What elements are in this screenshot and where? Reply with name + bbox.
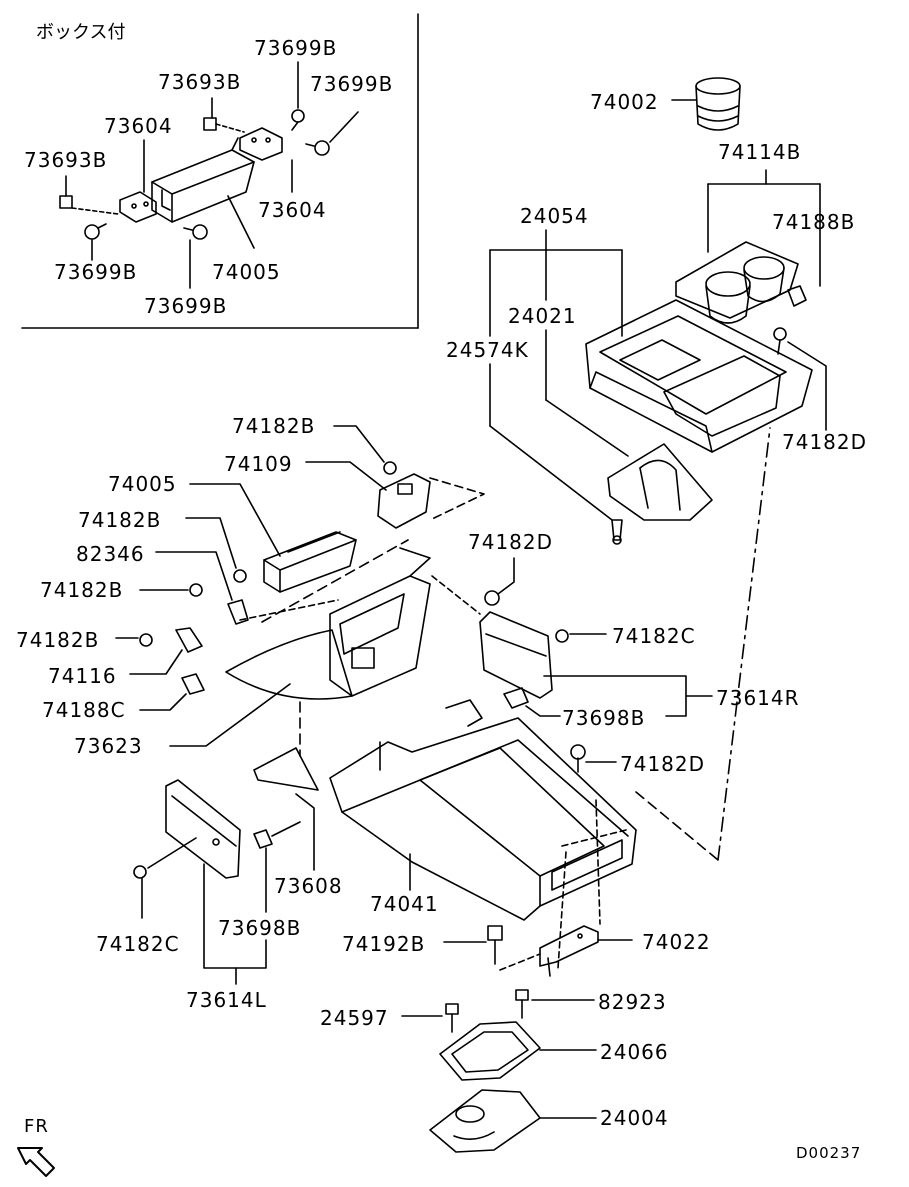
part-label-73693B-b: 73693B [24, 148, 108, 172]
cup-holder-74114B [675, 169, 821, 324]
clip-82346 [155, 551, 249, 625]
direction-label: FR [24, 1116, 49, 1137]
part-label-74005-b: 74005 [108, 472, 177, 496]
clip-74188C [139, 673, 205, 711]
part-label-73604-a: 73604 [104, 114, 173, 138]
box-74005 [189, 483, 357, 593]
part-label-74188B: 74188B [772, 210, 856, 234]
part-label-82346: 82346 [76, 542, 145, 566]
part-label-73699B-a: 73699B [254, 36, 338, 60]
bolt-24597 [401, 1003, 459, 1033]
part-label-73623: 73623 [74, 734, 143, 758]
part-label-74182B-b: 74182B [78, 508, 162, 532]
side-panel-73614R [431, 575, 713, 717]
part-label-24021: 24021 [508, 304, 577, 328]
screw-74182D-a [773, 327, 827, 431]
side-panel-73614L [133, 779, 301, 985]
clip-74188B [787, 285, 807, 307]
bracket-74109 [305, 461, 485, 529]
part-label-82923: 82923 [598, 990, 667, 1014]
part-label-74182B-a: 74182B [232, 414, 316, 438]
part-label-74109: 74109 [224, 452, 293, 476]
boot-24004 [429, 1089, 597, 1153]
part-label-73693B-a: 73693B [158, 70, 242, 94]
inset-title: ボックス付 [36, 22, 126, 43]
inset-frame [21, 13, 419, 329]
inset-leader-lines [65, 61, 359, 289]
front-arrow-icon [17, 1147, 55, 1177]
inset-bracket-73604-right [239, 127, 283, 161]
part-label-74116: 74116 [48, 664, 117, 688]
part-label-74182D-b: 74182D [468, 530, 554, 554]
part-label-24574K: 24574K [446, 338, 529, 362]
inset-box-74005 [151, 137, 255, 223]
inset-clip-73693B-a [203, 117, 217, 131]
bolt-74192B [443, 925, 541, 971]
part-label-74182B-d: 74182B [16, 628, 100, 652]
part-label-74114B: 74114B [718, 140, 802, 164]
part-label-73698B-b: 73698B [218, 916, 302, 940]
part-label-74022: 74022 [642, 930, 711, 954]
ring-24066 [439, 1021, 597, 1081]
bolt-82923 [515, 989, 595, 1019]
part-label-24054: 24054 [520, 204, 589, 228]
part-label-74005-a: 74005 [212, 260, 281, 284]
screw-24574K [611, 519, 623, 545]
inset-screws [84, 109, 330, 240]
main-console-74041 [299, 427, 771, 921]
screw-74182D-c [570, 744, 617, 773]
part-label-73604-b: 73604 [258, 198, 327, 222]
inset-clip-73693B-b [59, 195, 73, 209]
shift-boot-24574K [607, 443, 713, 521]
part-label-73614R: 73614R [716, 686, 800, 710]
part-label-73699B-d: 73699B [144, 294, 228, 318]
front-panel-73623 [169, 539, 431, 747]
part-label-74182C-a: 74182C [612, 624, 696, 648]
part-label-73699B-c: 73699B [54, 260, 138, 284]
screws-74182B [115, 425, 397, 647]
part-label-74182D-a: 74182D [782, 430, 868, 454]
part-label-74188C: 74188C [42, 698, 126, 722]
part-label-73614L: 73614L [186, 988, 267, 1012]
bracket-74022 [539, 799, 633, 977]
inset-bracket-73604-left [119, 191, 157, 223]
shift-knob-74002 [671, 77, 741, 131]
part-label-73699B-b: 73699B [310, 72, 394, 96]
part-label-73608: 73608 [274, 874, 343, 898]
part-label-74182C-b: 74182C [96, 932, 180, 956]
part-label-73698B-a: 73698B [562, 706, 646, 730]
cover-73608 [253, 747, 319, 871]
upper-console-24021 [489, 229, 813, 521]
part-label-74002: 74002 [590, 90, 659, 114]
part-label-74182D-c: 74182D [620, 752, 706, 776]
clip-74116 [129, 627, 203, 675]
part-label-24597: 24597 [320, 1006, 389, 1030]
part-label-74192B: 74192B [342, 932, 426, 956]
part-label-24004: 24004 [600, 1106, 669, 1130]
diagram-code: D00237 [796, 1144, 862, 1162]
part-label-74041: 74041 [370, 892, 439, 916]
part-label-24066: 24066 [600, 1040, 669, 1064]
screw-74182D-b [484, 557, 515, 606]
part-label-74182B-c: 74182B [40, 578, 124, 602]
